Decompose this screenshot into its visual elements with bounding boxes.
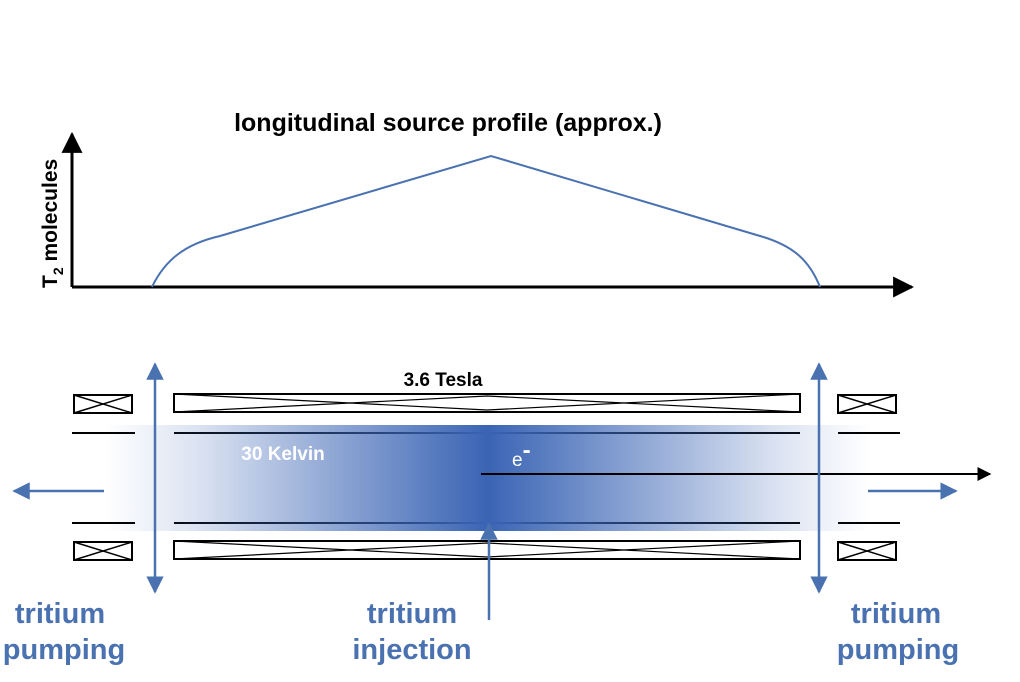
magnet-coil-upper-taper <box>173 393 801 413</box>
injection-label-line2: injection <box>352 634 471 666</box>
tritium-gas-column <box>105 425 870 531</box>
temperature-label: 30 Kelvin <box>241 444 324 465</box>
electron-symbol: e <box>512 450 523 471</box>
y-axis-label-subscript: 2 <box>50 267 66 275</box>
electron-label: e- <box>512 437 531 471</box>
left-pumping-label-line2: pumping <box>3 634 125 666</box>
injection-label: tritium injection <box>352 598 471 666</box>
pump-coil-upper-right <box>837 394 897 414</box>
pump-coil-lower-right <box>837 541 897 561</box>
right-pumping-label-line1: tritium <box>851 598 941 630</box>
magnet-coil-lower <box>173 540 801 560</box>
y-axis-label-rest: molecules <box>39 159 62 268</box>
magnetic-field-label: 3.6 Tesla <box>404 370 483 391</box>
right-pumping-label-line2: pumping <box>837 634 959 666</box>
left-pumping-label-line1: tritium <box>15 598 105 630</box>
pump-coil-upper-left <box>73 394 133 414</box>
source-profile-curve <box>151 154 821 288</box>
y-axis-label-main: T <box>39 275 62 288</box>
profile-title: longitudinal source profile (approx.) <box>234 109 662 137</box>
magnet-coil-upper <box>173 393 801 413</box>
magnet-coil-lower-taper <box>173 540 801 560</box>
right-pumping-label: tritium pumping <box>837 598 959 666</box>
pump-coil-lower-left <box>73 541 133 561</box>
injection-label-line1: tritium <box>367 598 457 630</box>
left-pumping-label: tritium pumping <box>3 598 125 666</box>
electron-charge: - <box>523 437 531 464</box>
y-axis-label: T2 molecules <box>39 159 66 288</box>
